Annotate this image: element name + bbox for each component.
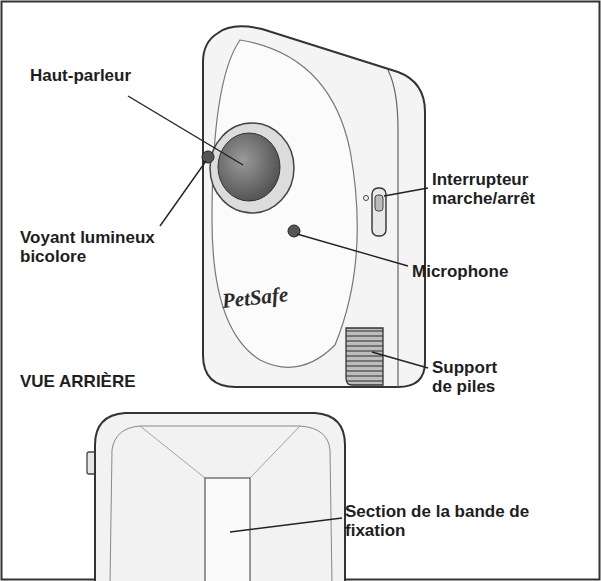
view-title: VUE ARRIÈRE [20,372,180,391]
leader-line [372,352,428,368]
back-ridge [140,426,300,478]
indicator-light [202,151,214,163]
part-label: Haut-parleur [30,66,170,85]
speaker [218,133,280,201]
part-label: Interrupteur marche/arrêt [432,170,557,208]
part-label: Support de piles [432,358,514,396]
leader-lines [128,96,428,532]
leader-line [160,161,206,226]
battery-holder [346,328,383,385]
part-label: Voyant lumineux bicolore [20,228,170,266]
switch-mark [364,196,369,201]
leader-line [297,234,408,266]
side-edge [388,70,398,387]
microphone [288,225,300,237]
front-view [202,26,425,387]
back-view [87,413,345,581]
strap-section [205,478,250,581]
part-label: Section de la bande de fixation [345,502,531,540]
speaker-ring [210,123,294,213]
power-switch [372,188,386,236]
leader-line [384,188,428,196]
switch-knob [375,195,383,211]
leader-line [128,96,243,165]
leader-line [230,518,342,532]
front-housing [203,26,425,387]
part-label: Microphone [412,262,552,281]
